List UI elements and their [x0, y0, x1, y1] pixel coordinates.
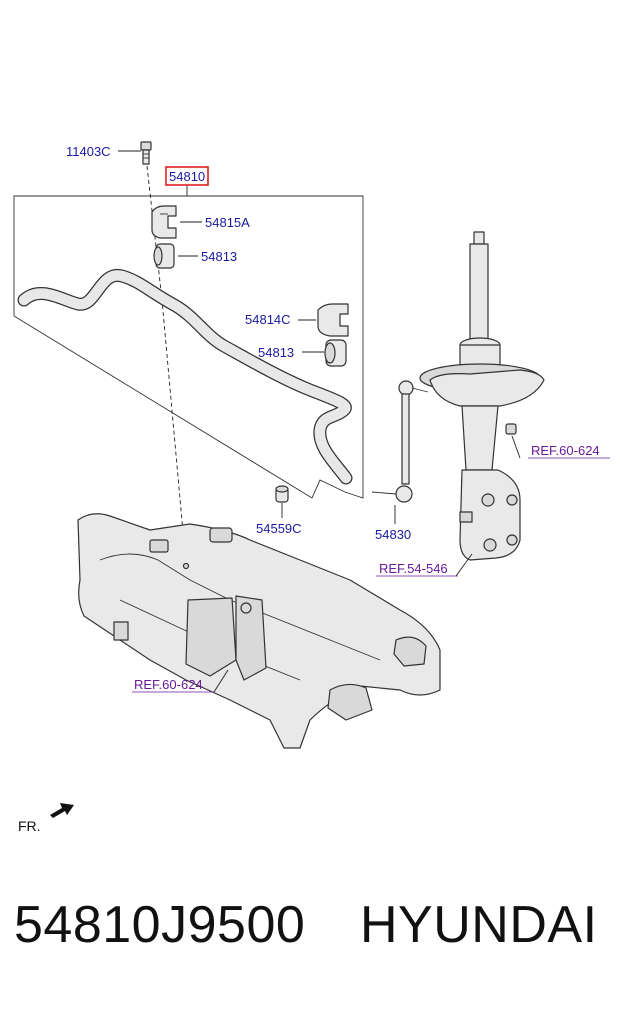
bushing-lower-part — [324, 339, 347, 367]
bracket-c-part — [317, 303, 349, 337]
stopper-part — [275, 485, 289, 503]
bolt-part — [140, 141, 152, 165]
callout-stopper: 54559C — [256, 521, 302, 536]
part-number: 54810J9500 — [14, 896, 306, 954]
ref-strut-mount: REF.60-624 — [531, 443, 600, 458]
stabilizer-link-part — [371, 380, 429, 503]
callout-bracket-c: 54814C — [245, 312, 291, 327]
callout-bushing-lower: 54813 — [258, 345, 294, 360]
assembly-outline — [13, 195, 364, 499]
callout-bushing-upper: 54813 — [201, 249, 237, 264]
bushing-upper-part — [153, 243, 175, 269]
strut-ref-bolt — [505, 423, 517, 435]
ref-crossmember-leader — [213, 669, 229, 693]
ref-strut: REF.54-546 — [379, 561, 448, 576]
assembly-highlight-box — [165, 166, 209, 186]
caption-bar: 54810J9500 HYUNDAI — [0, 895, 620, 985]
brand-name: HYUNDAI — [360, 896, 598, 954]
ref-strut-leader — [455, 553, 473, 577]
callout-assembly: 54810 — [169, 169, 205, 184]
callout-bracket-a: 54815A — [205, 215, 250, 230]
ref-strut-mount-leader — [511, 435, 521, 459]
exploded-parts-diagram: 11403C 54810 54815A 54813 54814C 54813 5… — [13, 141, 610, 834]
crossmember-part — [77, 513, 441, 749]
callout-link: 54830 — [375, 527, 411, 542]
bracket-a-part — [151, 205, 177, 239]
strut-part — [419, 231, 545, 561]
front-arrow-icon — [50, 803, 74, 818]
callout-bolt: 11403C — [66, 144, 111, 159]
ref-crossmember: REF.60-624 — [134, 677, 203, 692]
direction-marker: FR. — [18, 818, 41, 834]
